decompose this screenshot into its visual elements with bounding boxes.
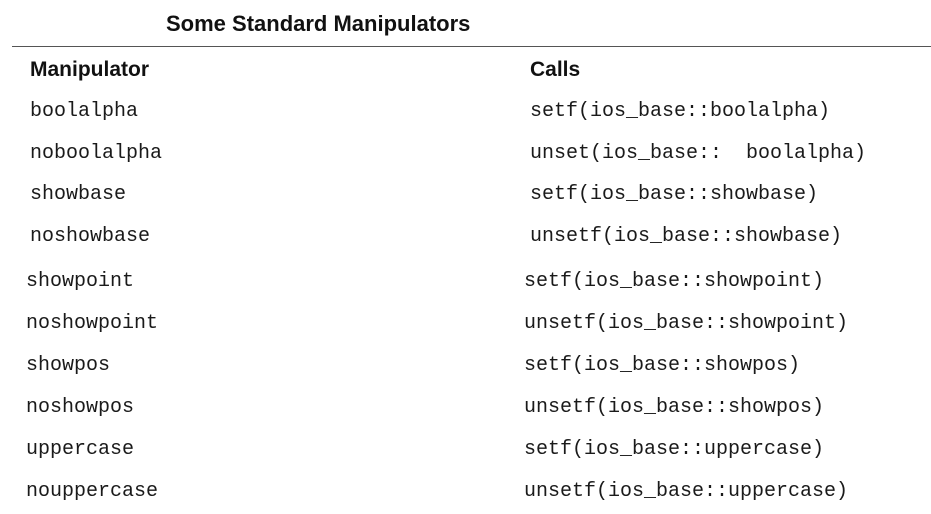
- calls-cell: setf(ios_base::showpos): [524, 354, 801, 377]
- column-header-manipulator: Manipulator: [30, 58, 149, 81]
- manipulator-cell: noboolalpha: [30, 142, 163, 165]
- manipulator-cell: uppercase: [26, 438, 135, 461]
- calls-cell: unsetf(ios_base::showbase): [530, 225, 843, 248]
- manipulator-cell: nouppercase: [26, 480, 159, 503]
- manipulator-cell: showpos: [26, 354, 111, 377]
- calls-cell: setf(ios_base::uppercase): [524, 438, 825, 461]
- header-rule: [12, 46, 931, 47]
- manipulator-cell: noshowpoint: [26, 312, 159, 335]
- manipulator-cell: boolalpha: [30, 100, 139, 123]
- manipulator-cell: noshowpos: [26, 396, 135, 419]
- calls-cell: unsetf(ios_base::showpos): [524, 396, 825, 419]
- manipulator-cell: showbase: [30, 183, 127, 206]
- table-title: Some Standard Manipulators: [166, 11, 471, 36]
- calls-cell: setf(ios_base::showpoint): [524, 270, 825, 293]
- calls-cell: setf(ios_base::showbase): [530, 183, 819, 206]
- manipulator-cell: showpoint: [26, 270, 135, 293]
- calls-cell: unsetf(ios_base::showpoint): [524, 312, 849, 335]
- calls-cell: unset(ios_base:: boolalpha): [530, 142, 867, 165]
- calls-cell: setf(ios_base::boolalpha): [530, 100, 831, 123]
- calls-cell: unsetf(ios_base::uppercase): [524, 480, 849, 503]
- column-header-calls: Calls: [530, 58, 581, 81]
- manipulator-cell: noshowbase: [30, 225, 151, 248]
